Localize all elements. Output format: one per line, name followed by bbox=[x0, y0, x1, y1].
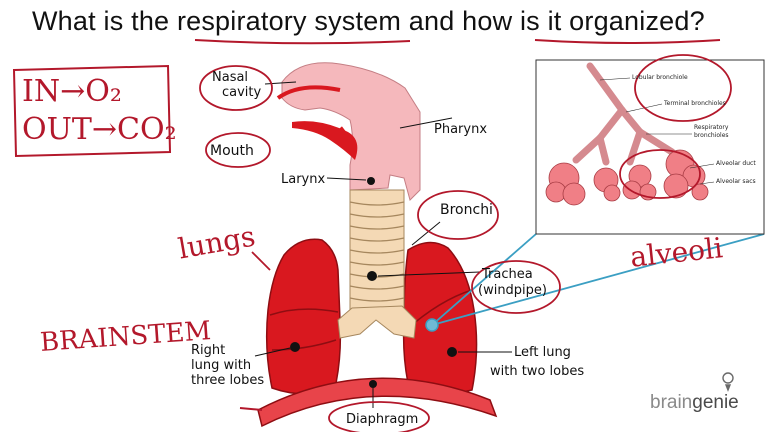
trachea-rings bbox=[349, 201, 405, 302]
right-lung-fissure bbox=[271, 339, 337, 351]
label-right-lung: Right bbox=[191, 343, 226, 358]
label-cavity: cavity bbox=[222, 85, 262, 100]
callout-line bbox=[431, 233, 537, 326]
label-larynx: Larynx bbox=[281, 172, 326, 187]
annotation-circles bbox=[199, 54, 732, 432]
lungs-arrow bbox=[251, 251, 271, 271]
label-trachea: Trachea bbox=[482, 267, 533, 282]
title-underline bbox=[194, 39, 411, 45]
title-underline bbox=[534, 39, 721, 44]
pointer-lines bbox=[254, 81, 512, 408]
label-left-lung: with two lobes bbox=[490, 364, 585, 379]
inset-label-respiratory-bronchioles: bronchioles bbox=[694, 132, 729, 139]
in-out-box bbox=[12, 64, 172, 158]
diaphragm bbox=[257, 377, 498, 428]
tongue-curve bbox=[338, 126, 355, 153]
label-right-lung: lung with bbox=[191, 358, 252, 373]
callout-dot bbox=[425, 318, 439, 332]
right-lung bbox=[265, 238, 342, 395]
brand-part-1: brain bbox=[650, 392, 693, 413]
bronchi bbox=[337, 305, 417, 339]
brand-part-2: genie bbox=[692, 392, 739, 413]
inset-label-lobular-bronchiole: Lobular bronchiole bbox=[632, 74, 688, 81]
label-windpipe: (windpipe) bbox=[478, 283, 547, 298]
callout-line bbox=[431, 233, 765, 326]
braingenie-logo: braingenie bbox=[650, 392, 739, 414]
inset-label-terminal-bronchioles: Terminal bronchioles bbox=[664, 100, 726, 107]
label-left-lung: Left lung bbox=[514, 345, 571, 360]
label-diaphragm: Diaphragm bbox=[346, 412, 419, 427]
inset-label-alveolar-sacs: Alveolar sacs bbox=[716, 178, 756, 185]
nasal-cavity-pharynx bbox=[281, 62, 421, 201]
label-nasal: Nasal bbox=[212, 70, 249, 85]
slide-title: What is the respiratory system and how i… bbox=[32, 6, 705, 36]
inset-pointer-lines bbox=[599, 77, 715, 185]
label-pharynx: Pharynx bbox=[434, 122, 488, 137]
label-mouth: Mouth bbox=[210, 143, 254, 159]
marker-dots bbox=[290, 177, 457, 388]
label-right-lung: three lobes bbox=[191, 373, 265, 388]
note-out-co2: OUT→CO₂ bbox=[22, 112, 177, 147]
right-lung-fissure bbox=[269, 308, 339, 316]
nasal-passage bbox=[276, 85, 341, 100]
alveolar-sacs bbox=[545, 149, 709, 206]
trachea bbox=[349, 189, 405, 311]
label-bronchi: Bronchi bbox=[440, 202, 493, 218]
diaphragm-arrow bbox=[239, 407, 263, 411]
braingenie-logo-icon bbox=[722, 372, 734, 392]
inset-label-respiratory-bronchioles: Respiratory bbox=[694, 124, 729, 131]
inset-label-alveolar-duct: Alveolar duct bbox=[716, 160, 756, 167]
note-in-o2: IN→O₂ bbox=[22, 74, 122, 109]
alveoli-inset-panel bbox=[535, 59, 765, 235]
